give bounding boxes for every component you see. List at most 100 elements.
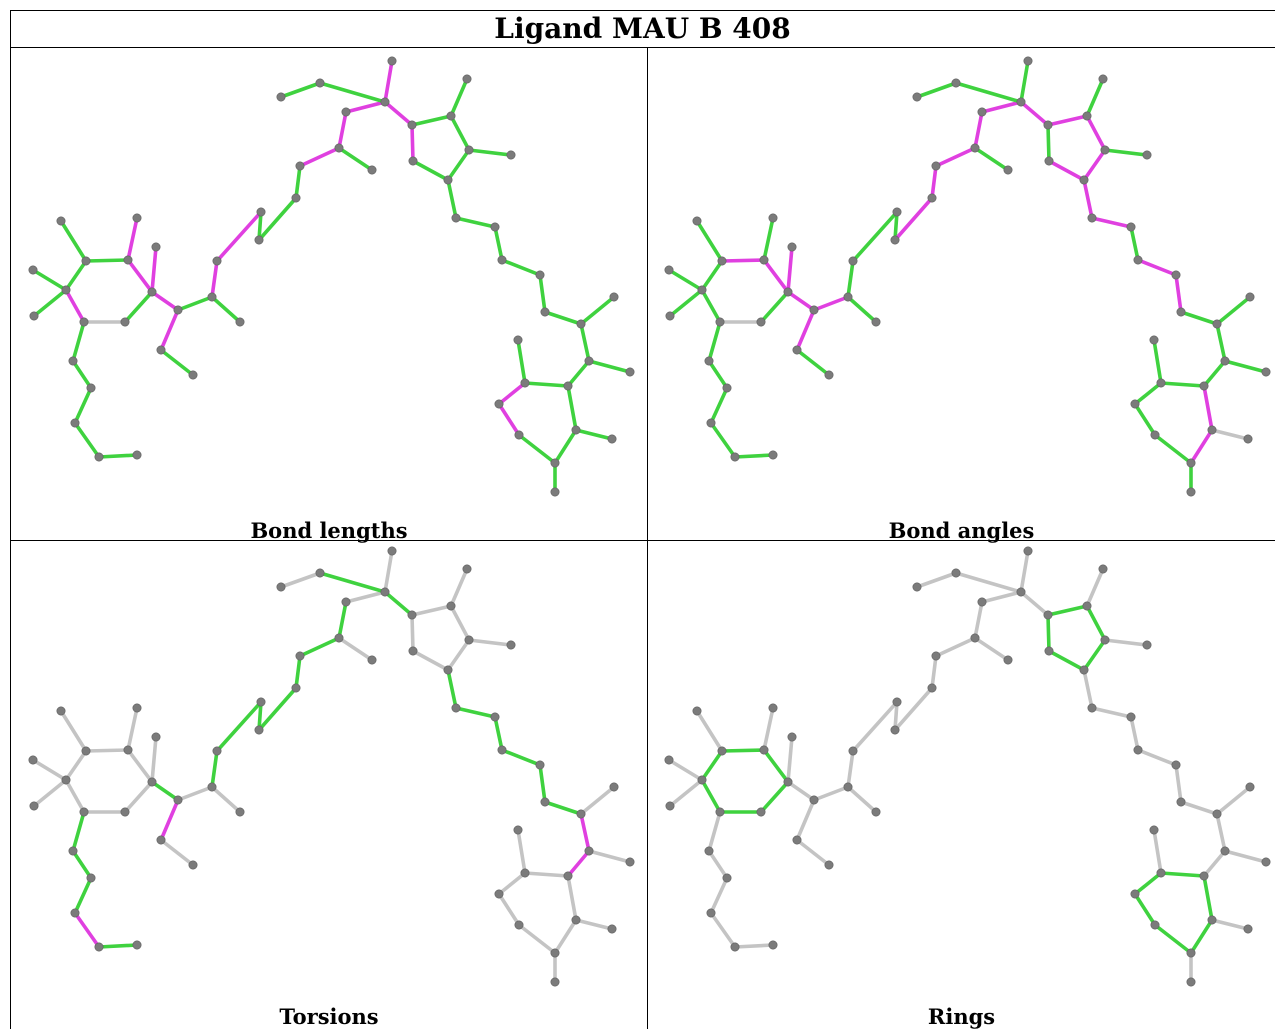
bond-a8-a10 [123,290,154,324]
bond-a35-a40 [1047,649,1086,672]
bond-a46-a48 [1215,322,1227,363]
atom-a35 [408,156,418,166]
bond-a57-a50 [1159,871,1206,878]
atom-a46 [1212,809,1222,819]
bond-a36-a37 [449,567,469,608]
atom-a24 [890,235,900,245]
bond-a19-a20 [73,386,93,425]
atom-a56 [494,889,504,899]
bond-a32-a34 [383,590,414,617]
bond-a17-a23 [215,210,263,263]
atom-a9 [768,703,778,713]
atom-a50 [1199,381,1209,391]
bond-a50-a51 [1202,384,1214,432]
atom-a13 [792,835,802,845]
bond-a44-a45 [1174,273,1183,314]
bond-a48-a49 [1223,849,1268,864]
bond-a6-a7 [720,748,766,753]
bond-a7-a10 [762,258,790,294]
bond-a28-a32 [980,590,1023,604]
atom-a42 [1126,712,1136,722]
atom-a55 [1150,920,1160,930]
caption-rings: Rings [927,1004,996,1029]
atom-a44 [1171,760,1181,770]
bond-a27-a29 [337,146,374,172]
bond-a23-a24 [893,700,899,732]
bond-a57-a50 [1159,381,1206,388]
atom-a3 [56,706,66,716]
atom-a12 [173,305,183,315]
atom-a47 [609,292,619,302]
bond-a46-a47 [1215,295,1252,326]
ligand-title: Ligand MAU B 408 [494,12,791,45]
bond-a41-a42 [1090,216,1133,229]
bond-a4-a6 [700,259,724,292]
bond-a50-a51 [1202,874,1214,922]
atom-a22 [768,940,778,950]
bond-a48-a50 [566,849,591,878]
atom-a24 [254,725,264,735]
bond-a51-a52 [1210,918,1250,931]
bond-a48-a49 [1223,359,1268,374]
bond-a4-a5 [700,778,722,814]
bond-a18-a19 [707,359,729,390]
bond-a18-a19 [71,359,93,390]
bond-a38-a39 [1103,638,1149,647]
bond-a3-a6 [695,709,724,753]
bond-a5-a18 [707,810,722,853]
atom-a6 [81,746,91,756]
bond-a27-a28 [973,600,984,640]
bond-a56-a57 [1133,381,1163,406]
bond-a38-a39 [467,148,513,157]
atom-a12 [173,795,183,805]
bond-a42-a43 [493,225,504,262]
atom-a45 [1176,797,1186,807]
bond-a38-a39 [467,638,513,647]
atom-a42 [490,712,500,722]
bond-a12-a14 [176,785,214,802]
caption-bond-angles: Bond angles [888,518,1035,543]
atom-a42 [1126,222,1136,232]
atom-a28 [977,597,987,607]
atom-a16 [871,317,881,327]
bond-a14-a16 [210,785,242,814]
atom-a35 [1044,646,1054,656]
atom-a52 [607,924,617,934]
bond-a40-a41 [446,178,458,220]
bond-a34-a36 [410,604,453,617]
atom-a53 [1186,948,1196,958]
atom-a56 [494,399,504,409]
bond-a27-a28 [337,110,348,150]
atom-a15 [824,370,834,380]
atom-a14 [843,782,853,792]
bond-a14-a17 [846,749,855,789]
atom-a41 [451,213,461,223]
molecule-rings [664,546,1271,987]
bond-a27-a29 [973,636,1010,662]
bond-a4-a6 [64,749,88,782]
atom-a55 [1150,430,1160,440]
bond-a51-a53 [1189,918,1214,955]
bond-a31-a32 [318,81,387,104]
bond-a3-a6 [59,219,88,263]
bond-a8-a10 [759,290,790,324]
bond-a12-a13 [159,798,180,842]
bond-a57-a50 [523,871,570,878]
bond-a46-a47 [579,295,616,326]
bond-a23-a24 [257,700,263,732]
atom-a9 [768,213,778,223]
atom-a36 [446,111,456,121]
ligand-table: Ligand MAU B 408 Bond lengths Bond angle… [10,10,1275,1029]
bond-a43-a44 [500,748,542,767]
atom-a34 [1043,120,1053,130]
atom-a44 [535,760,545,770]
bond-a30-a31 [279,81,322,99]
atom-a45 [540,307,550,317]
bond-a18-a19 [707,849,729,880]
atom-a3 [56,216,66,226]
bond-a41-a42 [454,706,497,719]
bond-a19-a20 [709,386,729,425]
atom-a29 [367,655,377,665]
bond-a19-a20 [73,876,93,915]
bond-a51-a52 [574,918,614,931]
